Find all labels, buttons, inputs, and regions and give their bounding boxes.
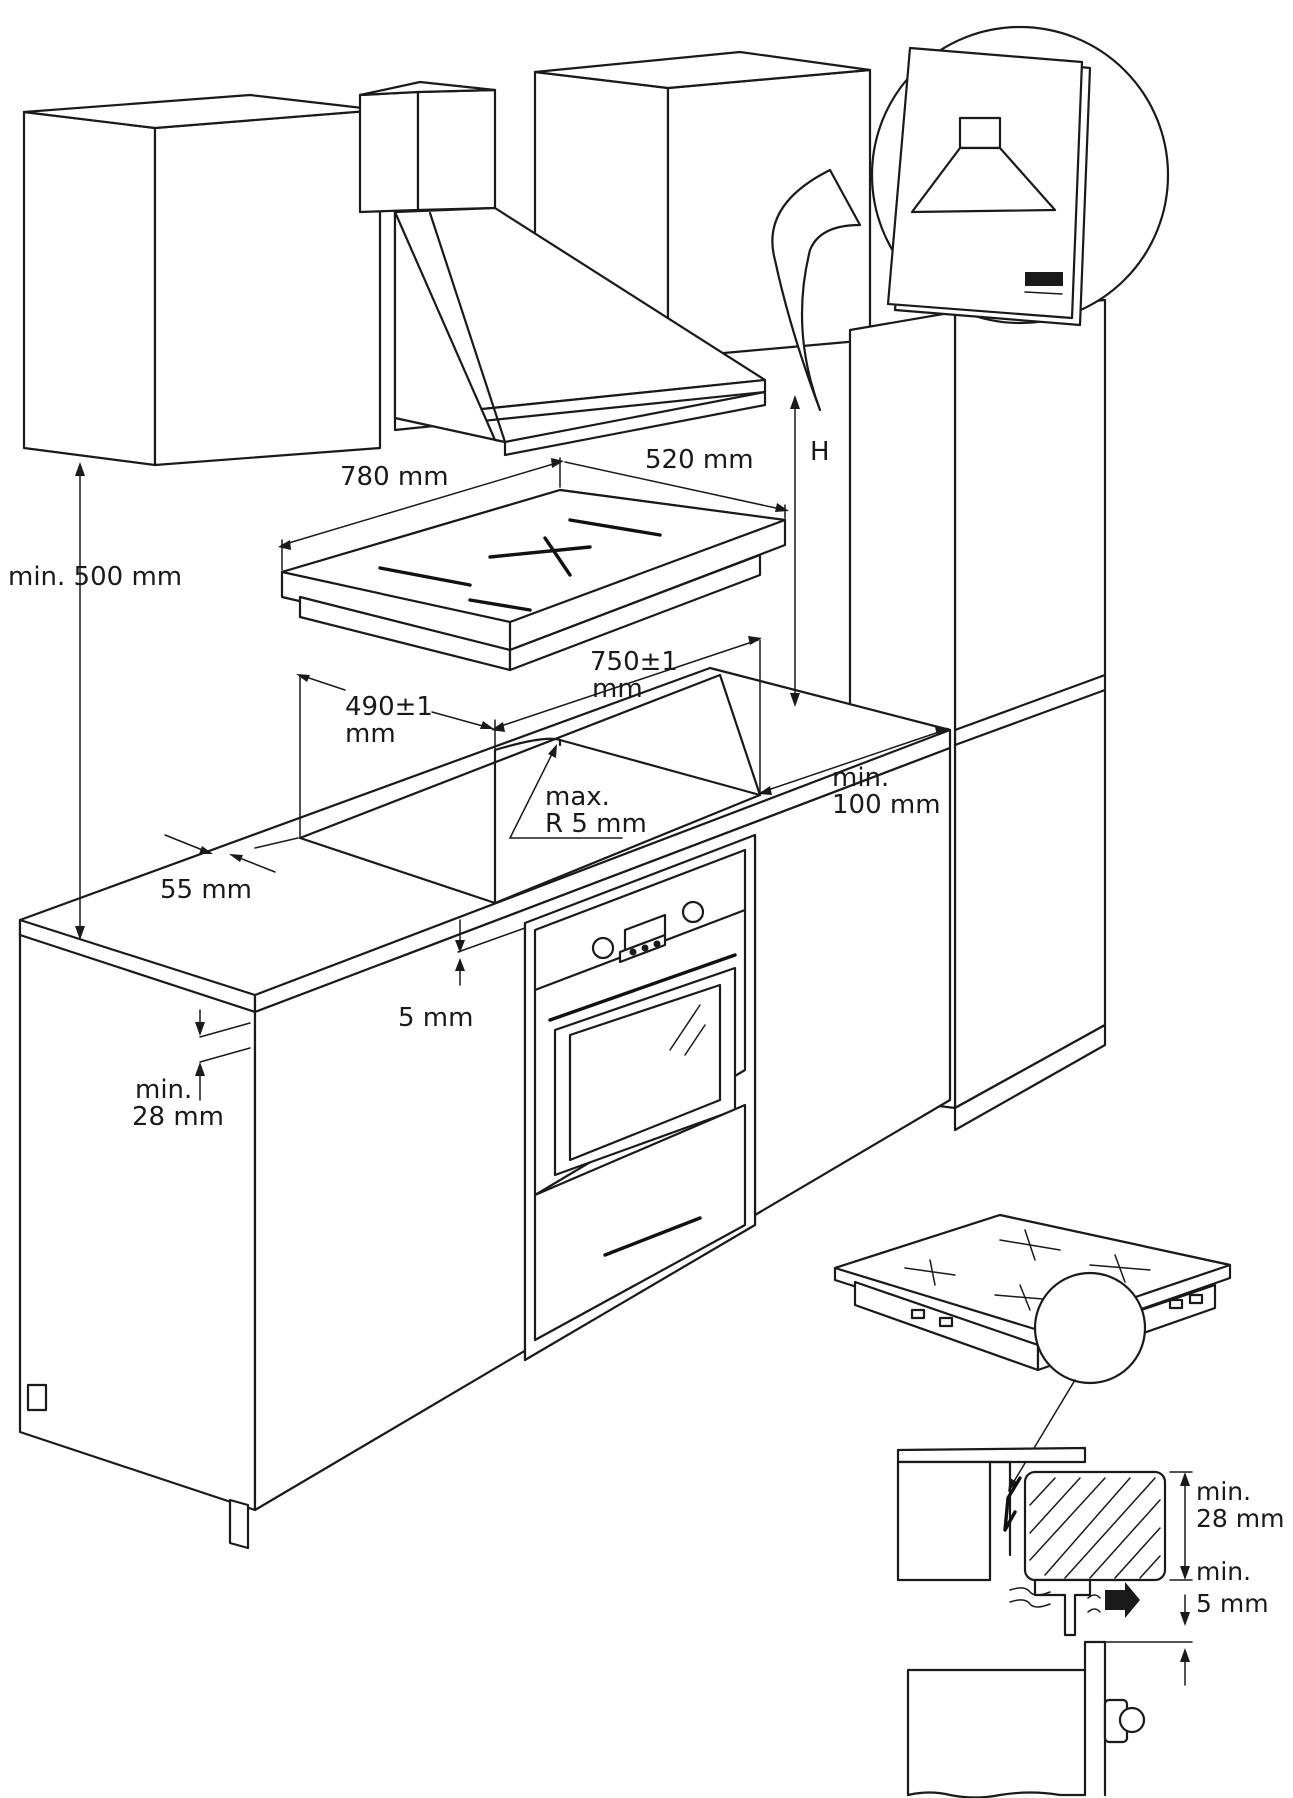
dimension-hood-clearance: min. 500 mm <box>8 462 182 940</box>
label-cutout-width-line2: mm <box>592 674 643 704</box>
dimension-detail-thickness: min. 28 mm <box>1169 1471 1284 1581</box>
dimension-side-clearance: min. 100 mm <box>758 727 949 820</box>
chimney-hood <box>358 80 767 457</box>
label-side-clearance-line2: 100 mm <box>832 790 941 820</box>
hood-manual-callout <box>771 25 1170 412</box>
label-front-clearance: 55 mm <box>160 875 252 905</box>
built-in-oven <box>523 833 757 1362</box>
label-detail-thickness-line2: 28 mm <box>1196 1504 1284 1533</box>
label-side-clearance-line1: min. <box>832 763 889 793</box>
dimension-corner-radius: max. R 5 mm <box>509 744 647 839</box>
dimension-gap-above-oven: 5 mm <box>398 919 526 1033</box>
manual-booklet-icon <box>886 46 1092 327</box>
dimension-worktop-thickness: min. 28 mm <box>132 1009 251 1132</box>
dimension-cutout-depth: 490±1 mm <box>296 674 494 839</box>
label-worktop-thickness-line1: min. <box>135 1075 192 1105</box>
dimension-hob-size: 780 mm 520 mm <box>278 445 789 571</box>
induction-hob <box>280 488 787 672</box>
label-detail-gap-line2: 5 mm <box>1196 1589 1269 1618</box>
label-hood-height: H <box>810 437 830 467</box>
worktop-hatching <box>1029 1477 1161 1579</box>
label-detail-thickness-line1: min. <box>1196 1477 1251 1506</box>
label-hob-width: 780 mm <box>340 462 449 492</box>
label-detail-gap-line1: min. <box>1196 1557 1251 1586</box>
dimension-detail-gap: min. 5 mm <box>1104 1557 1269 1686</box>
label-corner-radius-line2: R 5 mm <box>545 809 647 839</box>
left-wall-cabinet <box>22 93 382 467</box>
label-gap-above-oven: 5 mm <box>398 1003 473 1033</box>
hob-detail-view <box>833 1213 1232 1492</box>
label-cutout-depth-line2: mm <box>345 719 396 749</box>
label-cutout-depth-line1: 490±1 <box>345 692 433 722</box>
oven-door-handle <box>548 953 737 1022</box>
oven-control-panel <box>591 900 705 964</box>
label-corner-radius-line1: max. <box>545 782 610 812</box>
label-hood-clearance: min. 500 mm <box>8 562 182 592</box>
label-cutout-width-line1: 750±1 <box>590 647 678 677</box>
dimension-front-clearance: 55 mm <box>160 834 299 905</box>
dimension-hood-height: H <box>790 395 830 707</box>
label-hob-depth: 520 mm <box>645 445 754 475</box>
label-worktop-thickness-line2: 28 mm <box>132 1102 224 1132</box>
hob-cooking-zones <box>378 518 662 612</box>
dimension-cutout-width: 750±1 mm <box>491 636 762 796</box>
drawer-handle <box>603 1216 702 1257</box>
hob-detail-cooking-zones <box>904 1229 1151 1311</box>
cross-section-detail <box>896 1446 1167 1798</box>
